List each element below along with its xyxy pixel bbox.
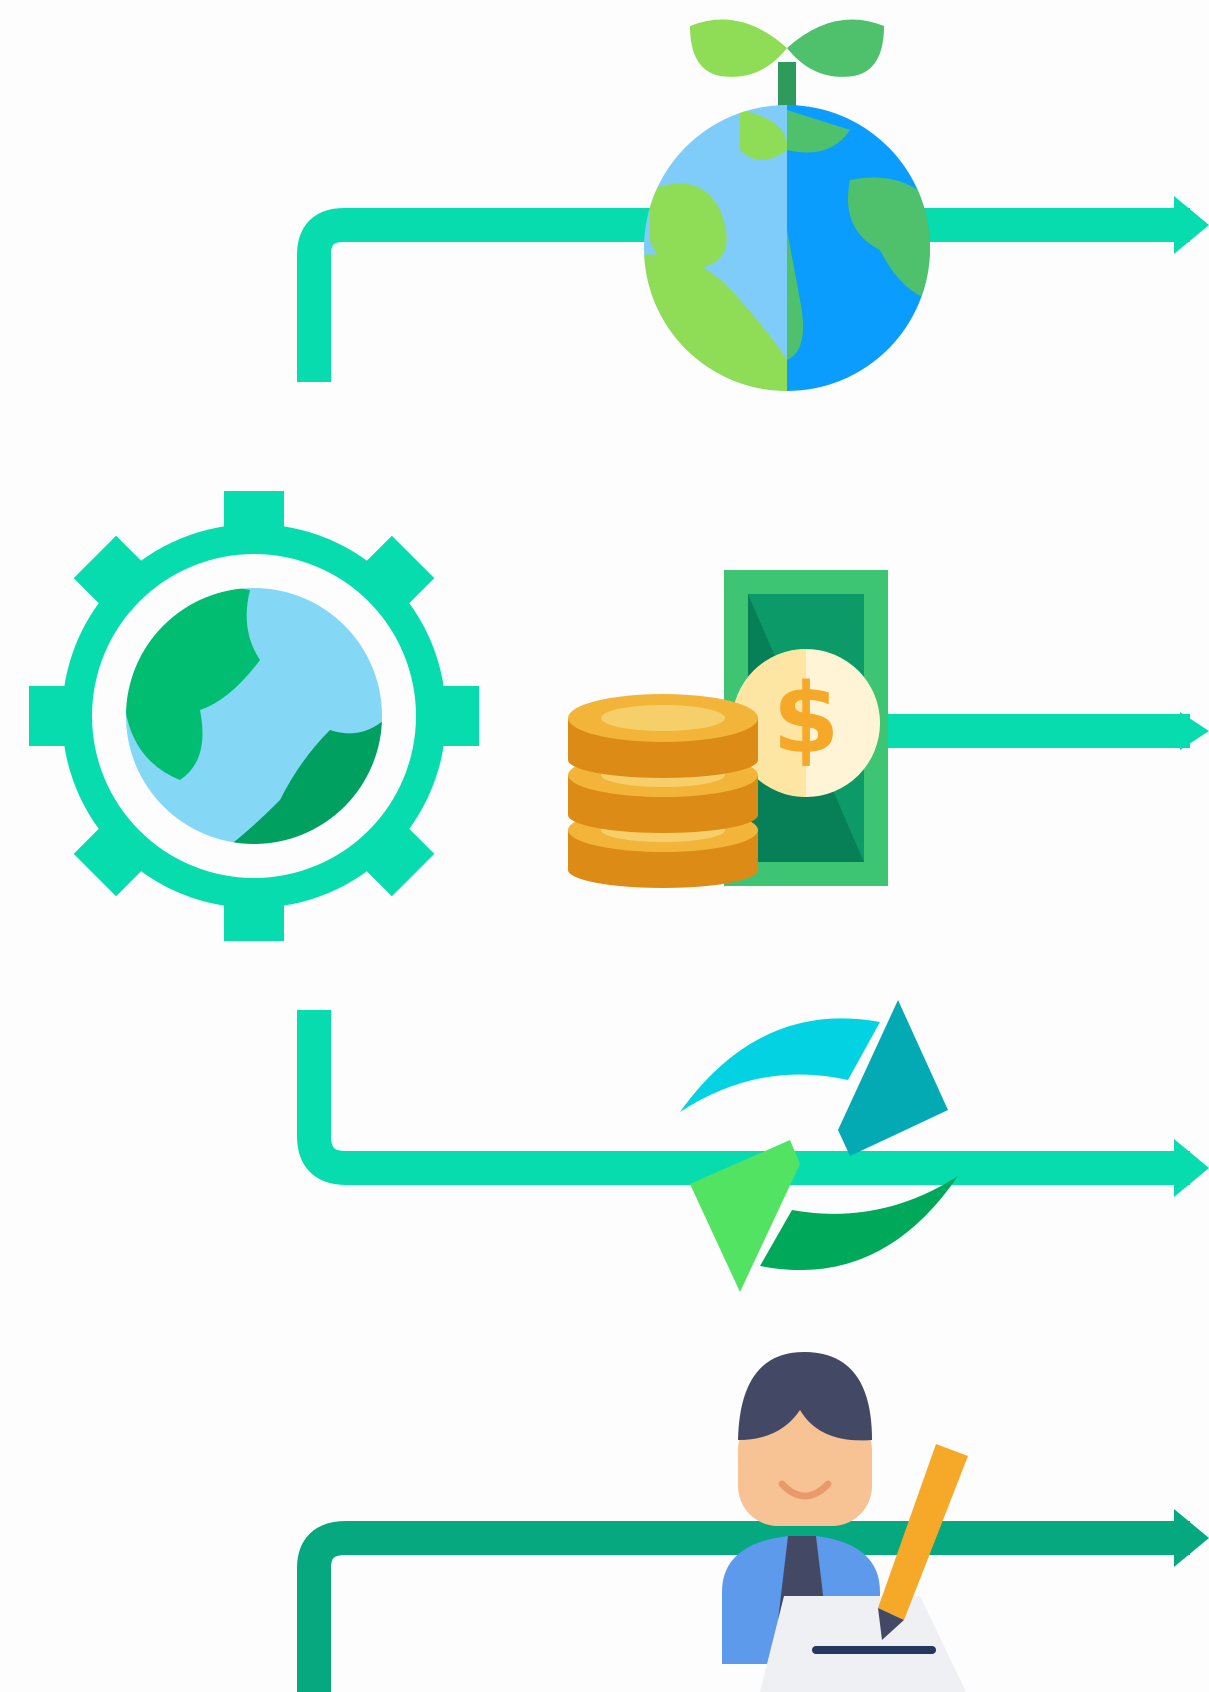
connector-branch-1: [297, 208, 1190, 382]
connector-arrowhead-1: [1174, 196, 1209, 254]
coin-stack: [568, 694, 758, 888]
earth-sprout-icon: [644, 19, 930, 391]
person-signing-icon: [722, 1352, 968, 1692]
connector-arrowhead-3: [1174, 1139, 1209, 1197]
connector-arrowhead-4: [1174, 1509, 1209, 1567]
connector-branch-4: [297, 1521, 1190, 1692]
connectors: [297, 196, 1209, 1692]
connector-arrowhead-2: [1180, 712, 1209, 750]
money-coins-icon: $: [568, 570, 888, 888]
gear-globe-icon: [29, 491, 479, 941]
connector-branch-3: [297, 1010, 1190, 1185]
dollar-sign-glyph: $: [773, 663, 840, 775]
recycle-arrows-icon: [680, 1000, 958, 1292]
